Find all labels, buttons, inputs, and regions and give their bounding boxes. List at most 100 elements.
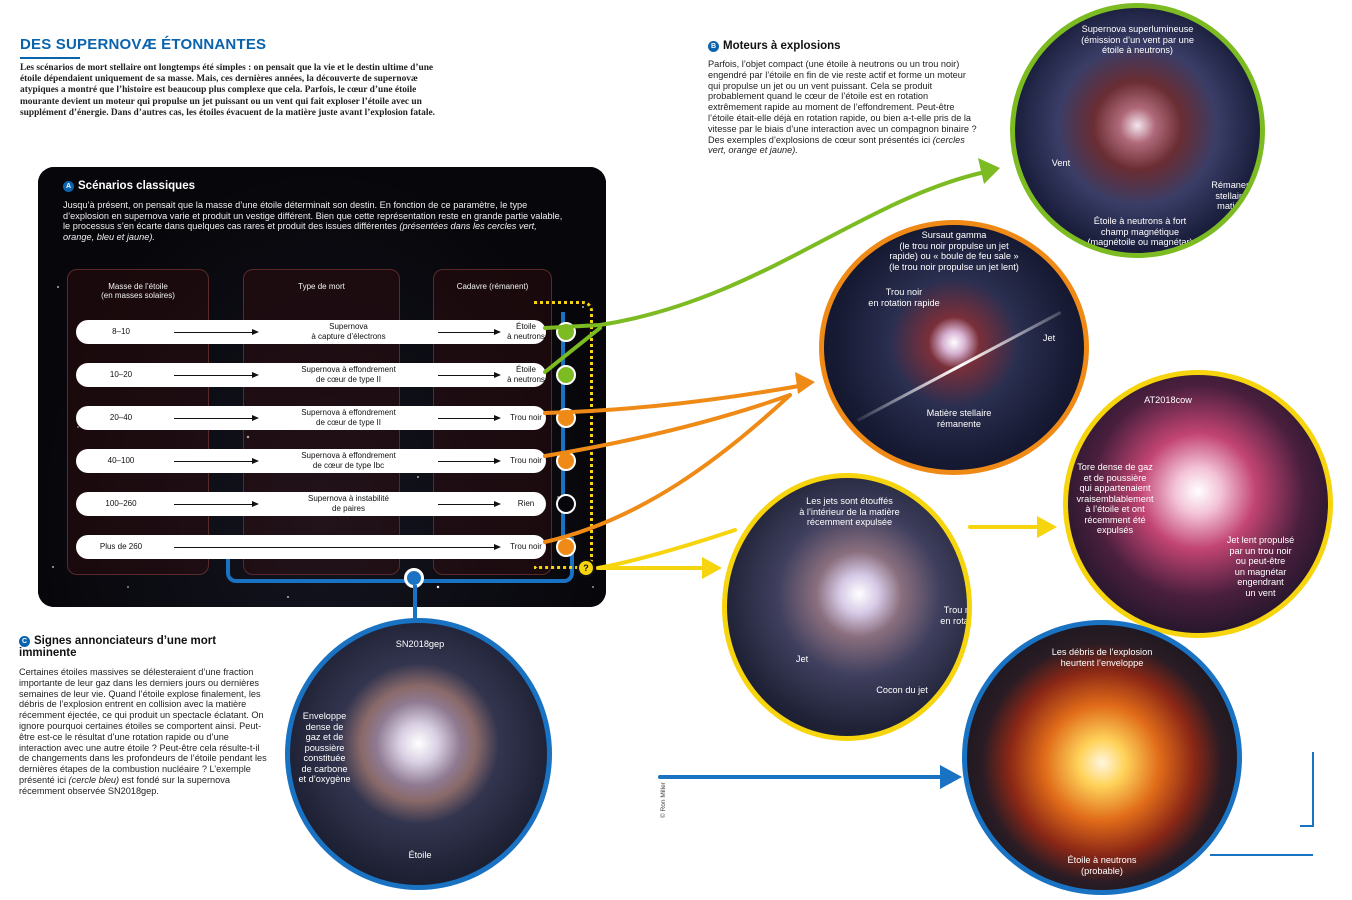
orange-arrow-1 [543, 383, 807, 415]
green-arrowhead [978, 158, 1000, 184]
row-arrow [174, 418, 254, 419]
row-mass: 20–40 [109, 413, 133, 422]
row-arrowhead [494, 500, 501, 507]
blue-arrowhead [940, 765, 962, 789]
circle-yellow-choked-jets: Les jets sont étouffés à l’intérieur de … [722, 473, 972, 741]
section-a-italic: (présentées dans les cercles vert, orang… [63, 221, 537, 242]
row-arrowhead [494, 328, 501, 335]
yellow-right-torus-label: Tore dense de gaz et de poussière qui ap… [1076, 462, 1154, 535]
row-mass: 10–20 [109, 370, 133, 379]
circle-blue-debris: Les débris de l’explosion heurtent l’env… [962, 620, 1242, 895]
section-c-text: Certaines étoiles massives se délesterai… [19, 667, 269, 797]
yellow-arrowhead-3 [1037, 516, 1057, 538]
blue-left-title: SN2018gep [395, 639, 445, 649]
row-remnant: Trou noir [510, 542, 542, 551]
section-a-title: Scénarios classiques [78, 180, 195, 192]
row-remnant-dot [556, 494, 576, 514]
row-remnant: Trou noir [510, 413, 542, 422]
blue-left-envelope-label: Enveloppe dense de gaz et de poussière c… [298, 711, 351, 784]
row-arrow [438, 332, 496, 333]
mass-row: 10–20 Supernova à effondrement de cœur de… [76, 363, 576, 387]
green-remnant-label: Rémanent stellaire/ matière [1211, 180, 1254, 211]
column-remnant-header: Cadavre (rémanent) [456, 282, 529, 291]
row-death-type: Supernova à effondrement de cœur de type… [301, 451, 396, 470]
section-b-badge: B [708, 41, 719, 52]
blue-left-star-label: Étoile [408, 850, 432, 860]
section-b-body: Parfois, l’objet compact (une étoile à n… [708, 59, 977, 145]
row-arrowhead [252, 457, 259, 464]
orange-matter-label: Matière stellaire rémanente [926, 408, 992, 429]
row-remnant: Trou noir [510, 456, 542, 465]
row-arrowhead [252, 414, 259, 421]
row-arrowhead [494, 414, 501, 421]
row-death-type: Supernova à capture d’électrons [311, 322, 386, 341]
yellow-arrow-2 [596, 528, 737, 570]
row-arrowhead [252, 328, 259, 335]
question-node: ? [577, 559, 595, 577]
mass-row: 20–40 Supernova à effondrement de cœur de… [76, 406, 576, 430]
row-arrow [438, 418, 496, 419]
classic-scenarios-panel: A Scénarios classiques Jusqu’à présent, o… [38, 167, 606, 607]
blue-right-title: Les débris de l’explosion heurtent l’env… [1051, 647, 1153, 668]
section-c-title: Signes annonciateurs d’une mort imminent… [19, 635, 217, 659]
orange-hole-label: Trou noir en rotation rapide [868, 287, 940, 308]
section-a-text: Jusqu’à présent, on pensait que la masse… [63, 200, 563, 242]
section-b-title: Moteurs à explosions [723, 40, 841, 52]
orange-arrowhead [795, 372, 815, 394]
orange-jet-label: Jet [1042, 333, 1056, 343]
circle-blue-sn2018gep: SN2018gep Enveloppe dense de gaz et de p… [285, 618, 552, 890]
row-death-type: Supernova à effondrement de cœur de type… [301, 365, 396, 384]
row-arrow [438, 461, 496, 462]
yellow-arrowhead-1 [702, 557, 722, 579]
row-arrow [438, 504, 496, 505]
row-remnant: Étoile à neutrons [507, 322, 545, 341]
row-death-type: Supernova à effondrement de cœur de type… [301, 408, 396, 427]
blue-right-star-label: Étoile à neutrons (probable) [1067, 855, 1137, 876]
photo-credit: © Ron Miller [660, 782, 667, 818]
section-b: B Moteurs à explosions Parfois, l’objet c… [708, 40, 978, 156]
row-arrowhead [494, 371, 501, 378]
row-mass: 100–260 [105, 499, 137, 508]
section-c-end: est fondé sur la supernova récemment obs… [19, 774, 230, 796]
green-vent-label: Vent [1051, 158, 1071, 168]
section-a-body: Jusqu’à présent, on pensait que la masse… [63, 200, 563, 231]
row-arrow [174, 375, 254, 376]
section-b-text: Parfois, l’objet compact (une étoile à n… [708, 59, 978, 156]
row-arrow [174, 461, 254, 462]
title-underline [20, 57, 80, 59]
orange-arrow-3 [543, 393, 792, 544]
row-remnant: Rien [517, 499, 535, 508]
row-arrow [438, 375, 496, 376]
row-arrowhead [252, 371, 259, 378]
circle-orange-gamma-burst: Sursaut gamma (le trou noir propulse un … [819, 220, 1089, 475]
green-arrow [543, 170, 987, 330]
mass-row: 40–100 Supernova à effondrement de cœur d… [76, 449, 576, 473]
section-c-italic: (cercle bleu) [68, 774, 120, 785]
row-mass: 8–10 [112, 327, 130, 336]
section-a-badge: A [63, 181, 74, 192]
section-c-body: Certaines étoiles massives se délesterai… [19, 667, 267, 785]
corner-bracket [1300, 752, 1314, 827]
section-a-heading: A Scénarios classiques [63, 180, 195, 192]
yellow-right-jet-label: Jet lent propulsé par un trou noir ou pe… [1226, 535, 1295, 598]
starfield-background [38, 167, 606, 607]
row-arrowhead [494, 543, 501, 550]
column-mass-header: Masse de l’étoile (en masses solaires) [101, 282, 175, 300]
orange-arrow-2 [543, 393, 792, 458]
green-arrow-2 [543, 326, 602, 374]
yellow-left-jet-label: Jet [795, 654, 809, 664]
row-arrow [174, 332, 254, 333]
yellow-left-cocoon-label: Cocon du jet [876, 685, 928, 695]
green-star-label: Étoile à neutrons à fort champ magnétiqu… [1087, 216, 1193, 247]
row-arrow [174, 547, 496, 548]
column-type-header: Type de mort [298, 282, 345, 291]
circle-green-superluminous: Supernova superlumineuse (émission d’un … [1010, 3, 1265, 258]
row-arrowhead [252, 500, 259, 507]
row-arrow [174, 504, 254, 505]
row-mass: 40–100 [107, 456, 135, 465]
yellow-left-hole-label: Trou noir en rotation [940, 605, 972, 626]
